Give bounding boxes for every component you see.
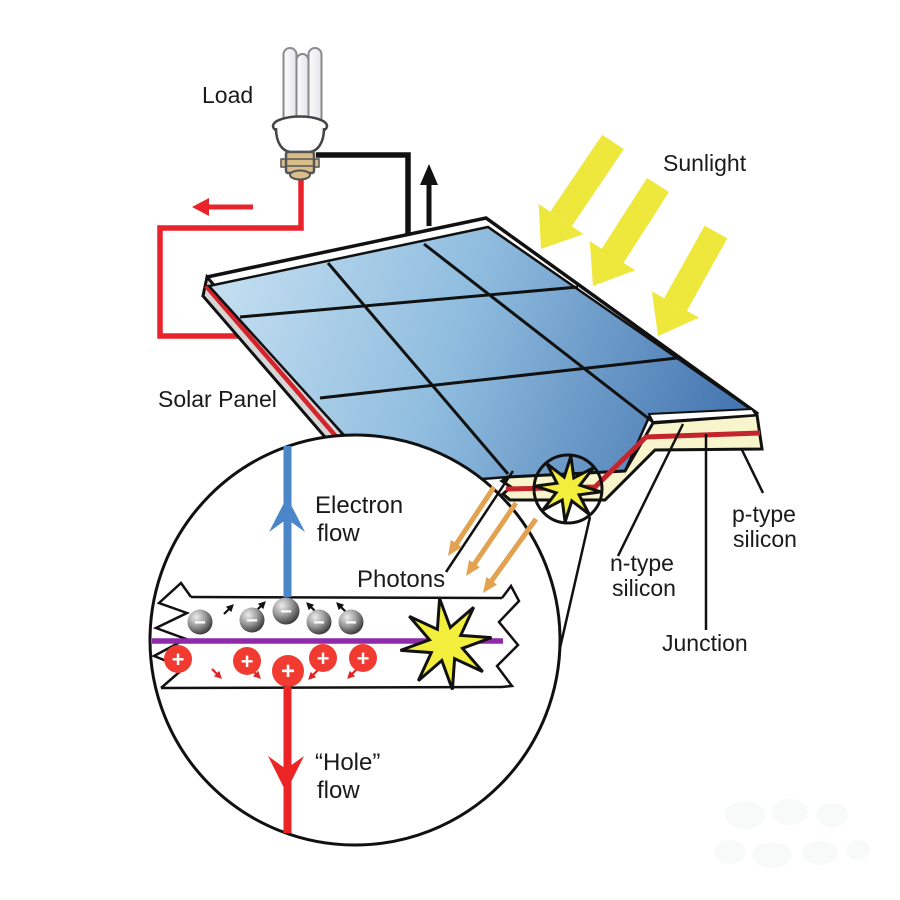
electron-flow-arrow: [269, 446, 305, 597]
photon-arrow: [461, 501, 519, 580]
panel-side-red-stripe: [204, 284, 348, 450]
silicon-band-lines: [160, 595, 503, 690]
p-type-label-line1: p-type: [732, 501, 796, 527]
svg-text:+: +: [357, 646, 370, 671]
electrons: − − − − −: [187, 597, 364, 635]
watermark: [714, 799, 870, 868]
hole: +: [164, 645, 192, 673]
photon-arrows: [443, 485, 539, 597]
p-type-label-line2: silicon: [733, 526, 797, 552]
photons-label: Photons: [357, 566, 445, 593]
svg-text:+: +: [281, 658, 295, 685]
band-torn-edge-right: [495, 583, 521, 689]
hole: +: [349, 644, 377, 672]
hole: +: [309, 644, 337, 672]
sunlight-arrow: [589, 177, 669, 286]
n-type-label-line2: silicon: [612, 575, 676, 601]
solar-panel: [201, 216, 764, 502]
electron: −: [239, 607, 265, 633]
electron: −: [187, 609, 213, 635]
svg-text:+: +: [317, 646, 330, 671]
magnifier-source-circle: [532, 453, 604, 525]
photon-impact-star-large: [399, 597, 493, 691]
bulb-tube: [282, 47, 298, 125]
svg-text:−: −: [313, 612, 325, 634]
magnified-junction-view: − − − − − + + + + + Electron flow Photon…: [151, 446, 521, 833]
svg-text:−: −: [345, 612, 357, 634]
bulb-tube: [295, 53, 310, 125]
electron-flow-label-line2: flow: [317, 520, 360, 547]
panel-grid: [239, 242, 678, 475]
photon-arrow: [478, 517, 539, 597]
electron: −: [306, 609, 332, 635]
junction-label: Junction: [662, 630, 748, 656]
glass-edge-sliver: [647, 407, 758, 424]
sunlight-arrow: [651, 225, 728, 336]
svg-text:−: −: [246, 610, 258, 632]
svg-text:−: −: [280, 601, 292, 623]
electron: −: [272, 597, 300, 625]
hole: +: [233, 647, 261, 675]
black-wire: [316, 152, 411, 240]
magnifier-cone-line-right: [558, 516, 592, 649]
hole-flow-arrow: [268, 687, 304, 833]
sunlight-arrows: [538, 134, 728, 336]
svg-text:+: +: [241, 649, 254, 674]
hole: +: [272, 655, 304, 687]
hole-flow-label-line2: flow: [317, 777, 360, 804]
n-type-leader-line: [616, 423, 685, 557]
svg-text:+: +: [172, 647, 185, 672]
photon-arrow: [443, 485, 497, 560]
electron: −: [338, 609, 364, 635]
load-label: Load: [202, 82, 253, 108]
holes: + + + + +: [164, 644, 377, 687]
p-type-leader-line: [740, 449, 765, 494]
sunlight-arrow: [538, 134, 624, 249]
svg-text:−: −: [194, 612, 206, 634]
photon-impact-star-small: [534, 455, 602, 523]
light-bulb-icon: [271, 47, 329, 181]
panel-frame-edge: [206, 216, 760, 416]
sunlight-label: Sunlight: [663, 150, 747, 176]
circuit-wires: [157, 152, 438, 339]
hole-flow-label-line1: “Hole”: [315, 749, 380, 776]
magnifier-cone-line-left: [444, 470, 515, 573]
red-wire: [157, 176, 304, 339]
n-type-label-line1: n-type: [610, 550, 674, 576]
layer-labels: n-type silicon p-type silicon Junction: [610, 423, 797, 656]
current-up-arrow-icon: [420, 164, 438, 226]
solar-panel-label: Solar Panel: [158, 386, 277, 412]
bulb-tube: [307, 47, 323, 125]
electron-flow-label-line1: Electron: [315, 492, 403, 519]
current-left-arrow-icon: [192, 198, 253, 216]
bulb-dome: [274, 127, 326, 154]
